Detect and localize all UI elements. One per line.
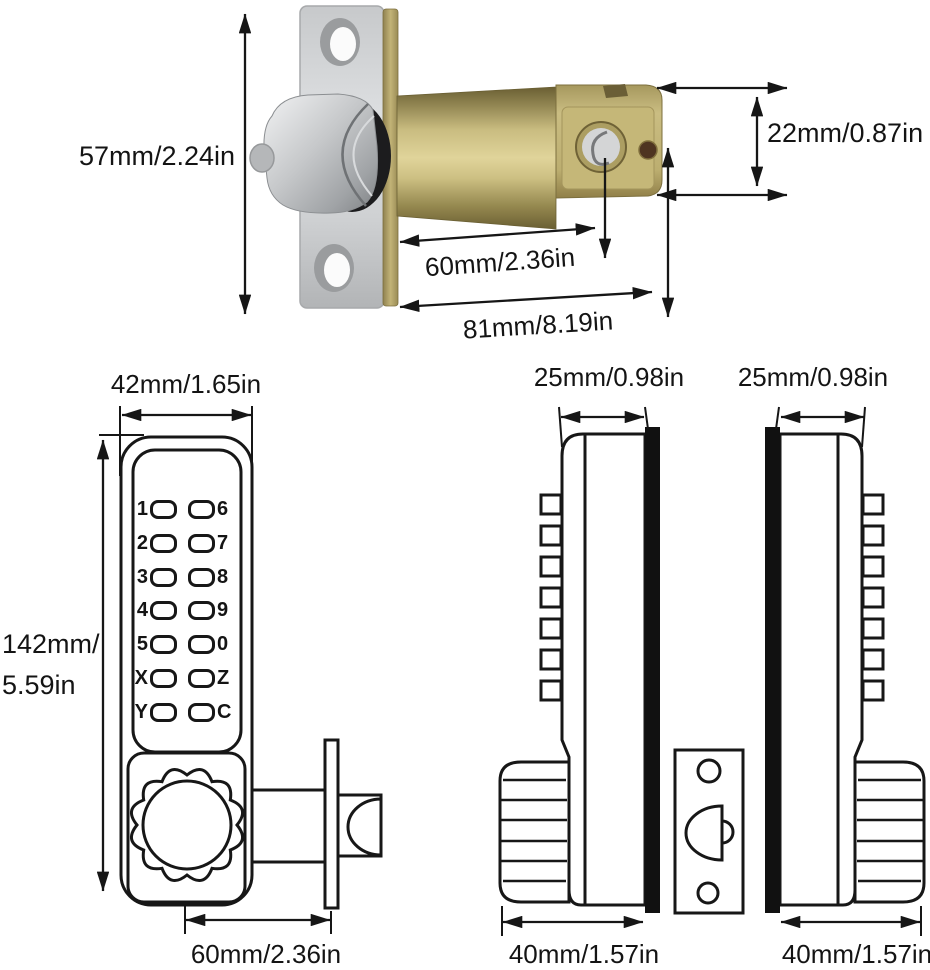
strike-screw-hole-bottom [696, 881, 720, 905]
button-bump [539, 648, 563, 671]
button-bump [861, 679, 885, 702]
screw-hole-bottom [314, 244, 354, 292]
door-edge-bar [645, 427, 660, 913]
key-label-left: 3 [136, 566, 148, 588]
top-dimension-arrows [238, 13, 788, 318]
ext-line [644, 406, 649, 430]
strike-plate-drawing [673, 748, 745, 915]
key-label-right: 7 [217, 532, 229, 554]
keypad-button [188, 601, 215, 620]
keypad-button [150, 635, 177, 654]
side-left-dim-lines [501, 406, 649, 936]
knob-face [141, 779, 233, 871]
front-view-drawing [119, 435, 383, 910]
key-label-left: Y [134, 701, 148, 723]
keypad-button [188, 534, 215, 553]
door-edge-bar [765, 427, 780, 913]
front-view-dim-lines [99, 406, 332, 934]
strike-screw-hole-top [696, 758, 722, 784]
keypad-button [150, 669, 177, 688]
key-label-left: X [134, 667, 148, 689]
dimension-label-142mm-line2: 5.59in [2, 670, 76, 700]
front-view-dim-arrows [96, 408, 331, 927]
keypad-button [150, 534, 177, 553]
dimension-label-42mm: 42mm/1.65in [110, 369, 262, 399]
button-bump [539, 493, 563, 516]
key-label-right: 8 [217, 566, 229, 588]
side-view-left-drawing [498, 427, 660, 913]
spindle-shaft [240, 788, 328, 864]
knob-side-view [853, 760, 926, 904]
fixing-hole [638, 140, 658, 160]
end-cap-slot [603, 84, 628, 98]
keypad-button [150, 703, 177, 722]
latch-bevel-highlight [352, 115, 375, 197]
key-label-right: C [217, 701, 232, 723]
dimension-label-40mm-right: 40mm/1.57in [781, 939, 930, 969]
dim-arrow-81mm [399, 286, 653, 313]
key-label-left: 5 [136, 633, 148, 655]
strike-latch-tab [720, 819, 735, 845]
key-label-right: 0 [217, 633, 229, 655]
side-body-outline [560, 432, 647, 907]
dimension-label-142mm-line1: 142mm/ [2, 629, 100, 659]
key-label-left: 4 [136, 599, 148, 621]
side-view-right-drawing [765, 427, 926, 913]
button-bump [861, 586, 885, 609]
ext-line [558, 406, 563, 448]
knob-ridges [501, 778, 567, 883]
side-right-dim-lines [775, 406, 922, 936]
button-bump [539, 524, 563, 547]
button-bump [539, 586, 563, 609]
latch-photo [249, 5, 663, 309]
button-bump [861, 524, 885, 547]
dim-arrow-60mm-backset [399, 223, 596, 247]
keypad-button [150, 500, 177, 519]
side-left-dim-arrows [502, 410, 645, 929]
key-label-right: 6 [217, 498, 229, 520]
ext-line [861, 406, 866, 448]
dimension-label-22mm: 22mm/0.87in [767, 118, 924, 148]
latch-bevel-line [341, 103, 369, 207]
keypad-button [150, 568, 177, 587]
keypad-button [188, 669, 215, 688]
keypad-button [188, 568, 215, 587]
dimension-label-57mm: 57mm/2.24in [78, 141, 236, 171]
side-right-dim-arrows [780, 410, 921, 929]
knob-ridges [857, 778, 923, 883]
knob-side-view [498, 760, 571, 904]
keypad-button [188, 703, 215, 722]
keypad-button [150, 601, 177, 620]
button-bump [539, 679, 563, 702]
dimension-label-25mm-right: 25mm/0.98in [737, 362, 889, 392]
key-label-left: 1 [136, 498, 148, 520]
button-bump [861, 648, 885, 671]
door-plate [323, 738, 340, 910]
spindle-hole [582, 128, 620, 166]
side-body-outline [778, 432, 864, 907]
button-bump [861, 555, 885, 578]
strike-latch-hole [684, 804, 724, 862]
spindle-slot [591, 130, 610, 166]
dimension-label-60mm-bottom: 60mm/2.36in [190, 939, 342, 969]
keypad-button [188, 500, 215, 519]
key-label-right: Z [217, 667, 230, 689]
button-bump [861, 617, 885, 640]
dimension-label-40mm-left: 40mm/1.57in [508, 939, 660, 969]
screw-hole-top [320, 18, 360, 66]
dimension-label-25mm-left: 25mm/0.98in [533, 362, 685, 392]
key-label-right: 9 [217, 599, 229, 621]
ext-line [775, 406, 780, 430]
button-bump [539, 555, 563, 578]
latch-barrel [396, 86, 557, 230]
deadlocking-plunger [249, 143, 275, 173]
latch-bolt-profile [346, 797, 383, 857]
button-bump [861, 493, 885, 516]
button-bump [539, 617, 563, 640]
key-label-left: 2 [136, 532, 148, 554]
keypad-button [188, 635, 215, 654]
